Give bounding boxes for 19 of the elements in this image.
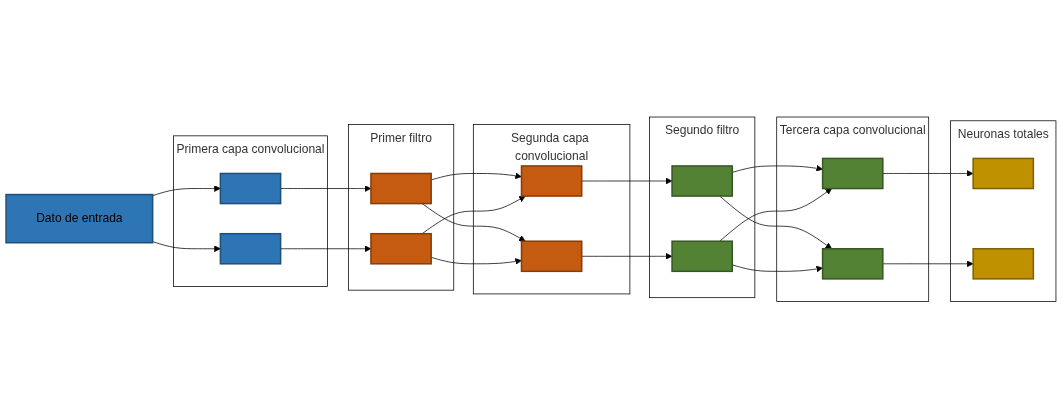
cluster: Primer filtro — [348, 123, 455, 291]
node-box — [219, 172, 282, 205]
cluster: Primera capa convolucional — [173, 135, 328, 287]
node-box — [520, 240, 583, 272]
node-box — [671, 164, 734, 197]
node-box — [219, 232, 282, 265]
node-box — [370, 172, 432, 205]
node-box: Dato de entrada — [5, 193, 154, 244]
node-box — [821, 247, 884, 280]
node-box — [520, 164, 583, 197]
cluster: Segundo filtro — [649, 116, 756, 298]
node-box — [972, 157, 1035, 190]
cluster: Tercera capa convolucional — [776, 116, 930, 302]
node-box — [671, 240, 734, 272]
cluster: Neuronas totales — [950, 120, 1057, 302]
node-box — [370, 232, 432, 265]
node-box — [821, 157, 884, 190]
cluster: Segunda capa convolucional — [472, 123, 631, 295]
node-box — [972, 247, 1035, 280]
